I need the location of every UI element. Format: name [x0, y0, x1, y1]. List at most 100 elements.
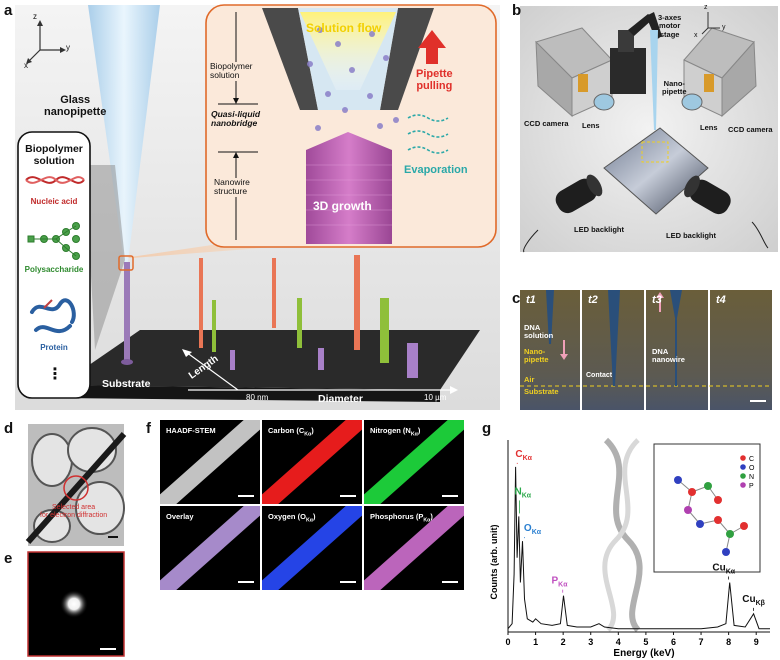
legend-swatch	[740, 464, 746, 470]
glass-nanopipette-label: Glass nanopipette	[44, 94, 107, 119]
legend-swatch	[740, 482, 746, 488]
x-tick-label: 4	[616, 637, 621, 647]
chart-x-label: Energy (keV)	[613, 648, 674, 659]
eds-map-label: Oxygen (OKα)	[268, 512, 316, 524]
legend-label: P	[749, 483, 754, 490]
panel-d: d Selected area for electron diffraction	[0, 420, 130, 550]
panel-label-f: f	[146, 420, 151, 437]
panel-label-a: a	[4, 2, 13, 19]
more-items-dots: ⋮	[47, 366, 63, 383]
quasi-liquid-nanobridge-label: Quasi-liquid nanobridge	[211, 109, 261, 129]
scale-bar	[442, 495, 458, 497]
inset-biopolymer-solution-label: Biopolymer solution	[210, 61, 253, 81]
eds-map-tile: Overlay	[160, 506, 260, 590]
axis-z-label: z	[33, 12, 37, 21]
panel-c-frames	[520, 290, 772, 410]
panel-c: c t1 t2 t3 t4 DNA solution Nano- pipette…	[512, 288, 780, 414]
axis-y-label: y	[66, 43, 70, 52]
selected-area-label: Selected area for electron diffraction	[40, 504, 108, 519]
panel-e-diffraction	[27, 551, 125, 657]
dna-nanowire-label: DNA nanowire	[652, 347, 685, 365]
solution-flow-label: Solution flow	[306, 21, 382, 35]
nanowire-map-band	[364, 420, 464, 504]
eds-map-tile: Phosphorus (PKα)	[364, 506, 464, 590]
eds-map-label: Overlay	[166, 512, 194, 521]
led-backlight-right-label: LED backlight	[666, 231, 717, 240]
x-tick-label: 9	[754, 637, 759, 647]
ccd-camera-left-label: CCD camera	[524, 119, 569, 128]
b-axis-x: x	[694, 32, 698, 39]
eds-map-label: Nitrogen (NKα)	[370, 426, 421, 438]
substrate-label: Substrate	[102, 378, 151, 390]
diameter-max-label: 10 µm	[424, 393, 447, 402]
legend-label: O	[749, 465, 755, 472]
b-axis-y: y	[722, 24, 726, 31]
peak-label: PKα	[552, 576, 569, 589]
legend-swatch	[740, 473, 746, 479]
3d-growth-label: 3D growth	[313, 199, 372, 213]
x-tick-label: 6	[671, 637, 676, 647]
lens-right-label: Lens	[700, 123, 718, 132]
panel-label-c: c	[512, 290, 521, 307]
ccd-camera-right-label: CCD camera	[728, 125, 773, 134]
peak-label: CuKβ	[742, 594, 765, 607]
nanowire-map-band	[160, 420, 260, 504]
frame-t4-label: t4	[716, 294, 726, 306]
polysaccharide-label: Polysaccharide	[24, 265, 84, 274]
panel-label-g: g	[482, 420, 492, 437]
dna-solution-label: DNA solution	[524, 323, 554, 341]
panel-d-tem-image	[25, 424, 127, 546]
evaporation-label: Evaporation	[404, 164, 468, 176]
eds-map-tile: Oxygen (OKα)	[262, 506, 362, 590]
dna-helix-illustration	[603, 437, 643, 633]
peak-label: OKα	[524, 523, 542, 536]
eds-map-label: Phosphorus (PKα)	[370, 512, 433, 524]
panel-b: b z x y 3-axes motor stage Nano- pipette…	[512, 0, 780, 284]
legend-label: N	[749, 474, 754, 481]
biopolymer-solution-title: Biopolymer solution	[25, 143, 83, 167]
lens-left-label: Lens	[582, 121, 600, 130]
x-tick-label: 7	[699, 637, 704, 647]
contact-label: Contact	[586, 372, 613, 379]
panel-a-illustration	[15, 4, 500, 410]
b-axis-z: z	[704, 4, 708, 11]
frame-t3-label: t3	[652, 294, 662, 306]
legend-label: C	[749, 456, 754, 463]
diameter-min-label: 80 nm	[246, 393, 269, 402]
nanowire-map-band	[262, 420, 362, 504]
protein-label: Protein	[40, 343, 68, 352]
x-tick-label: 2	[561, 637, 566, 647]
nanowire-map-band	[262, 506, 362, 590]
led-backlight-left-label: LED backlight	[574, 225, 625, 234]
axis-x-label: x	[24, 61, 28, 70]
panel-label-d: d	[4, 420, 14, 437]
eds-map-label: Carbon (CKα)	[268, 426, 314, 438]
peak-label: NKα	[515, 486, 532, 499]
motor-stage-label: 3-axes motor stage	[658, 13, 682, 39]
frame-t1-label: t1	[526, 294, 536, 306]
nanowire-map-band	[160, 506, 260, 590]
spectrum-line	[507, 466, 770, 630]
chart-axes	[507, 440, 770, 633]
eds-map-label: HAADF-STEM	[166, 426, 216, 435]
panel-e: e	[0, 550, 130, 660]
chart-series	[507, 466, 770, 630]
air-label: Air	[524, 375, 535, 384]
panel-label-b: b	[512, 2, 522, 19]
eds-map-tile: Carbon (CKα)	[262, 420, 362, 504]
x-tick-label: 3	[588, 637, 593, 647]
frame-t2-label: t2	[588, 294, 598, 306]
x-tick-label: 5	[643, 637, 648, 647]
chart-y-label: Counts (arb. unit)	[489, 525, 499, 600]
x-tick-label: 0	[505, 637, 510, 647]
legend-swatch	[740, 455, 746, 461]
x-tick-label: 8	[726, 637, 731, 647]
scale-bar	[340, 581, 356, 583]
pipette-pulling-label: Pipette pulling	[416, 68, 453, 93]
eds-map-tile: Nitrogen (NKα)	[364, 420, 464, 504]
nanowire-structure-label: Nanowire structure	[214, 177, 250, 197]
